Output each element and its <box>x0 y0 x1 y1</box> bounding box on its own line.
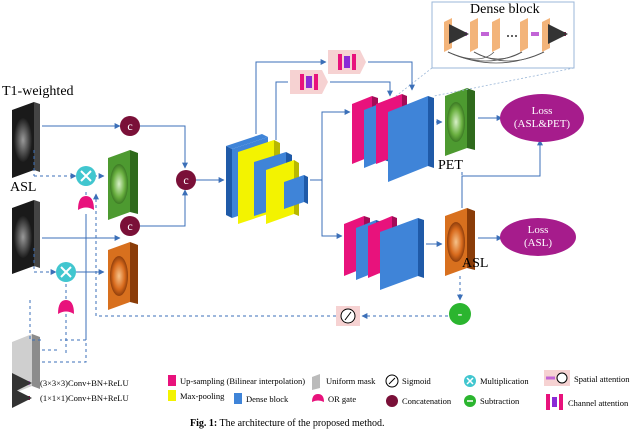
upsampling-icon <box>168 375 176 386</box>
asl-input-label: ASL <box>10 180 37 195</box>
caption-text: The architecture of the proposed method. <box>219 418 385 429</box>
connection-lines <box>42 59 543 275</box>
svg-text:c: c <box>127 219 132 233</box>
loss-asl-pet-line1: Loss <box>531 105 553 117</box>
legend-multiplication-text: Multiplication <box>480 376 529 386</box>
maxpool-icon <box>168 390 176 401</box>
svg-text:c: c <box>183 173 188 187</box>
legend-conv3-text: (3×3×3)Conv+BN+ReLU <box>40 378 129 388</box>
decoder-top-stack <box>352 94 434 182</box>
legend-dense-block-text: Dense block <box>246 394 289 404</box>
or-gate-icon <box>312 394 324 402</box>
legend-concatenation-text: Concatenation <box>402 396 452 406</box>
legend-conv1-text: (1×1×1)Conv+BN+ReLU <box>40 393 129 403</box>
legend-subtraction-text: Subtraction <box>480 396 520 406</box>
svg-text:c: c <box>127 119 132 133</box>
sigmoid-icon <box>385 374 399 388</box>
asl-input-image <box>12 200 40 274</box>
loss-asl-line1: Loss <box>527 224 549 236</box>
asl-output-image <box>445 208 475 276</box>
asl-output-label: ASL <box>462 256 489 271</box>
concat-node-bottom: c <box>120 216 140 236</box>
concat-node-middle: c <box>176 170 196 190</box>
uniform-mask-icon <box>312 374 320 390</box>
decoder-bottom-stack <box>344 216 424 290</box>
dense-block-detail <box>395 1 575 97</box>
legend-icons <box>12 370 570 410</box>
legend-channel-attention-text: Channel attention <box>568 398 629 408</box>
multiply-node-top <box>76 166 96 186</box>
orange-feature-image <box>108 242 138 310</box>
legend-uniform-mask-text: Uniform mask <box>326 376 376 386</box>
subtract-node: - <box>449 303 471 325</box>
dense-block-icon <box>234 393 242 404</box>
concatenation-icon <box>386 395 398 407</box>
loss-asl: Loss (ASL) <box>500 218 576 256</box>
spatial-channel-module <box>290 70 328 94</box>
dashed-lines <box>29 150 463 363</box>
or-gate-bottom <box>58 300 74 314</box>
t1-input-image <box>12 102 40 178</box>
spatial-attention-icon <box>544 370 570 386</box>
green-feature-image <box>108 150 138 220</box>
or-gate-top <box>78 196 94 210</box>
multiplication-icon <box>464 375 476 387</box>
dense-block-title: Dense block <box>470 2 540 17</box>
legend-sigmoid-text: Sigmoid <box>402 376 431 386</box>
pet-output-label: PET <box>438 158 463 173</box>
loss-asl-pet-line2: (ASL&PET) <box>513 118 571 130</box>
caption-prefix: Fig. 1: <box>190 418 218 429</box>
concat-node-top: c <box>120 116 140 136</box>
svg-text:-: - <box>458 307 463 322</box>
encoder-feature-stack <box>226 134 308 224</box>
legend-or-gate-text: OR gate <box>328 394 357 404</box>
channel-attention-icon <box>546 394 563 410</box>
legend-upsampling-text: Up-sampling (Bilinear interpolation) <box>180 376 306 386</box>
legend-spatial-attention-text: Spatial attention <box>574 374 630 384</box>
figure-caption: Fig. 1: The architecture of the proposed… <box>190 418 384 429</box>
multiply-node-bottom <box>56 262 76 282</box>
channel-attention-module <box>328 50 366 74</box>
legend-maxpool-text: Max-pooling <box>180 391 225 401</box>
subtraction-icon <box>464 395 476 407</box>
loss-asl-line2: (ASL) <box>523 237 553 249</box>
sigmoid-node <box>336 306 360 326</box>
pet-output-image <box>445 88 475 156</box>
loss-asl-pet: Loss (ASL&PET) <box>500 94 584 142</box>
t1-weighted-label: T1-weighted <box>2 84 74 99</box>
